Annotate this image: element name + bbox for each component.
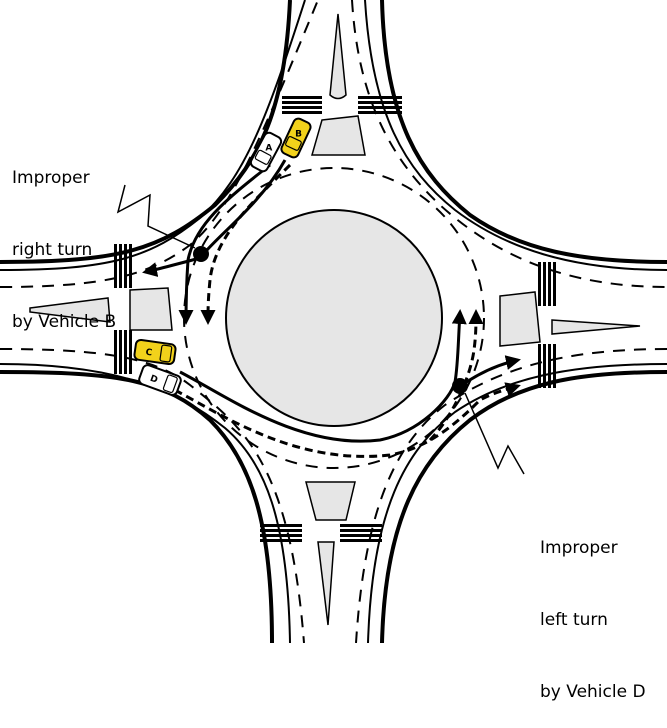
crosswalk-bottom-left [260,524,302,542]
right-turn-line-2: right turn [12,240,93,260]
road-edge-top-right [380,0,667,264]
splitter-islands [29,13,641,626]
crosswalks [114,96,556,542]
conflict-point-b [193,246,209,262]
leader-line-b [116,184,196,249]
splitter-island-bottom [305,481,356,521]
left-turn-line-2: left turn [540,610,608,630]
crosswalk-left-top [114,244,132,288]
splitter-island-right [551,319,641,335]
splitter-island-left [29,297,111,323]
crosswalk-right-bottom [538,344,556,388]
svg-text:B: B [295,130,302,140]
svg-text:D: D [148,374,158,386]
left-turn-line-1: Improper [540,538,618,558]
crosswalk-top-left [282,96,322,114]
crosswalk-top-right [358,96,402,114]
crosswalk-left-bottom [114,330,132,374]
splitter-island-left-inner [129,287,173,331]
right-turn-line-1: Improper [12,168,90,188]
splitter-island-bottom-lower [317,541,335,626]
svg-text:A: A [265,144,272,154]
road-edge-bottom-left [0,370,274,643]
crosswalk-right-top [538,262,556,306]
vehicle-d: D [138,364,182,396]
vehicle-c: C [133,338,177,366]
left-turn-annotation: Improper left turn by Vehicle D [540,488,646,728]
path-vehicle-c-solid [179,309,467,443]
left-turn-line-3: by Vehicle D [540,682,646,702]
right-turn-line-3: by Vehicle B [12,312,117,332]
splitter-island-top [329,13,347,100]
right-turn-annotation: Improper right turn by Vehicle B [12,118,116,358]
splitter-island-top-lower [311,115,366,156]
road-edges [0,0,667,643]
path-vehicle-b-dashed [200,163,292,325]
conflict-point-d [452,378,468,394]
crosswalk-bottom-right [340,524,382,542]
path-vehicle-a-solid [178,163,271,325]
leader-line-d [464,392,525,475]
vehicle-a: A [249,131,283,173]
central-island [225,209,443,427]
path-vehicle-d-loop [428,309,484,442]
road-edge-bottom-right [380,370,667,643]
vehicle-b: B [280,117,312,159]
leader-lines [116,184,525,475]
road-edge-top-left [0,0,292,264]
svg-text:C: C [145,348,153,359]
lane-edges [0,0,667,643]
splitter-island-right-inner [499,291,541,347]
roundabout-diagram: A B C D [0,0,667,643]
